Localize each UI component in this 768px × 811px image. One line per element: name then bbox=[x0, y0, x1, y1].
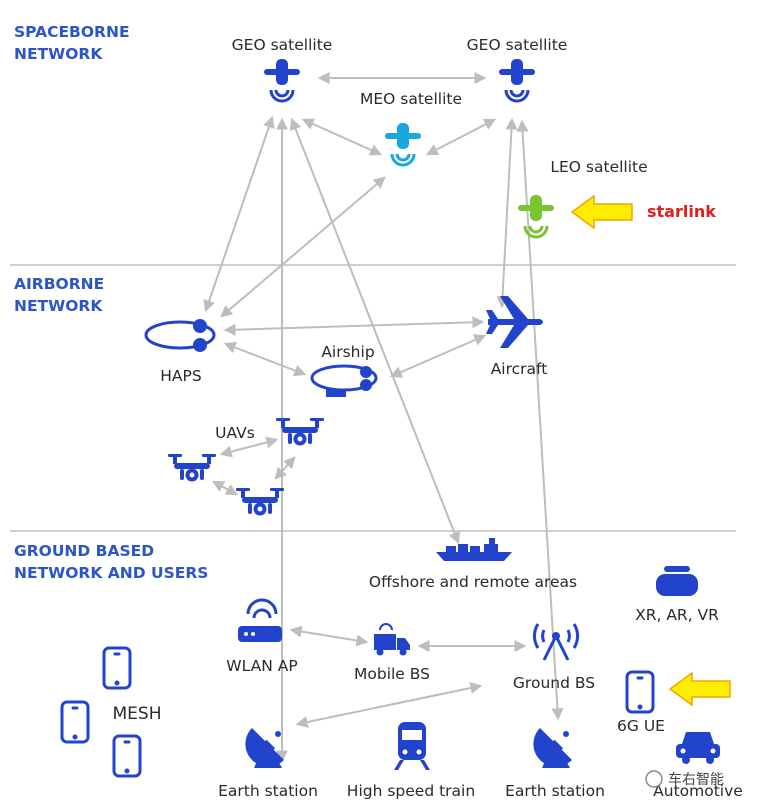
satellite-dish-icon bbox=[533, 728, 572, 768]
geo-satellite-right: GEO satellite bbox=[467, 36, 568, 103]
automotive-label: Automotive bbox=[653, 782, 743, 800]
aircraft-node: Aircraft bbox=[486, 296, 547, 378]
earth-left-label: Earth station bbox=[218, 782, 318, 800]
link-haps-airship bbox=[223, 341, 307, 377]
mobile-bs-label: Mobile BS bbox=[354, 665, 430, 683]
mesh-node: MESH bbox=[60, 646, 162, 778]
airborne-title-line2: NETWORK bbox=[14, 297, 103, 315]
link-geo-aircraft bbox=[496, 117, 518, 309]
meo-satellite: MEO satellite bbox=[360, 90, 462, 167]
router-icon bbox=[238, 598, 282, 642]
drone-icon bbox=[168, 454, 216, 482]
vr-headset-icon bbox=[656, 566, 698, 596]
ue-label: 6G UE bbox=[617, 717, 665, 735]
mobile-bs-node: Mobile BS bbox=[354, 623, 430, 683]
mesh-label: MESH bbox=[113, 704, 162, 724]
link-geo-earth-station-right bbox=[516, 119, 564, 721]
wlan-label: WLAN AP bbox=[226, 657, 297, 675]
automotive-node: Automotive bbox=[653, 732, 743, 800]
ship-icon bbox=[436, 538, 512, 561]
callout-arrow-icon bbox=[571, 195, 633, 229]
offshore-node: Offshore and remote areas bbox=[369, 538, 577, 591]
link-meo-geo bbox=[425, 118, 497, 156]
aircraft-label: Aircraft bbox=[491, 360, 548, 378]
link-geo-meo bbox=[301, 118, 383, 156]
earth-right-label: Earth station bbox=[505, 782, 605, 800]
ground-bs-node: Ground BS bbox=[513, 623, 595, 692]
geo-right-label: GEO satellite bbox=[467, 36, 568, 54]
satellite-dish-icon bbox=[245, 728, 284, 768]
link-meo-haps bbox=[220, 176, 386, 318]
link-geo-offshore bbox=[289, 117, 461, 545]
ue-node: 6G UE bbox=[617, 670, 665, 735]
ground-bs-label: Ground BS bbox=[513, 674, 595, 692]
xr-node: XR, AR, VR bbox=[635, 566, 719, 624]
leo-label: LEO satellite bbox=[550, 158, 647, 176]
antenna-icon bbox=[533, 623, 579, 661]
spaceborne-title-line1: SPACEBORNE bbox=[14, 23, 130, 41]
ue-callout bbox=[669, 672, 731, 706]
link-uav-uav-left bbox=[211, 480, 239, 496]
car-icon bbox=[676, 732, 720, 764]
earth-station-right: Earth station bbox=[505, 728, 605, 800]
link-wlan-mobile bbox=[289, 625, 369, 647]
ground-title-line1: GROUND BASED bbox=[14, 542, 154, 560]
geo-left-label: GEO satellite bbox=[232, 36, 333, 54]
train-icon bbox=[394, 722, 430, 770]
link-uav-uav-top bbox=[219, 436, 279, 458]
drone-icon bbox=[276, 418, 324, 446]
phone-icon bbox=[625, 670, 655, 714]
phone-icon bbox=[60, 700, 90, 744]
wlan-node: WLAN AP bbox=[226, 598, 298, 675]
airborne-title-line1: AIRBORNE bbox=[14, 275, 104, 293]
watermark: 车右智能 bbox=[645, 770, 724, 788]
train-label: High speed train bbox=[347, 782, 475, 800]
starlink-callout: starlink bbox=[571, 195, 716, 229]
link-airship-aircraft bbox=[389, 334, 487, 378]
meo-label: MEO satellite bbox=[360, 90, 462, 108]
aircraft-icon bbox=[486, 296, 543, 348]
wechat-icon bbox=[645, 770, 663, 788]
phone-icon bbox=[112, 734, 142, 778]
uavs-label: UAVs bbox=[215, 424, 255, 442]
starlink-label: starlink bbox=[647, 202, 716, 221]
truck-icon bbox=[374, 623, 410, 656]
geo-satellite-left: GEO satellite bbox=[232, 36, 333, 103]
airship-node: Airship bbox=[310, 343, 378, 397]
xr-label: XR, AR, VR bbox=[635, 606, 719, 624]
haps-label: HAPS bbox=[160, 367, 201, 385]
haps-icon bbox=[144, 320, 216, 350]
haps-node: HAPS bbox=[144, 319, 216, 385]
offshore-label: Offshore and remote areas bbox=[369, 573, 577, 591]
uavs-group: UAVs bbox=[168, 418, 324, 516]
leo-satellite: LEO satellite bbox=[518, 158, 648, 239]
watermark-text: 车右智能 bbox=[668, 771, 724, 788]
drone-icon bbox=[236, 488, 284, 516]
train-node: High speed train bbox=[347, 722, 475, 800]
link-uav-uav-right bbox=[274, 456, 296, 480]
phone-icon bbox=[102, 646, 132, 690]
earth-station-left: Earth station bbox=[218, 728, 318, 800]
links bbox=[203, 72, 564, 763]
link-haps-aircraft bbox=[223, 316, 485, 336]
callout-arrow-icon bbox=[669, 672, 731, 706]
link-earth-ground bbox=[295, 682, 483, 728]
ground-title-line2: NETWORK AND USERS bbox=[14, 564, 208, 582]
spaceborne-title-line2: NETWORK bbox=[14, 45, 103, 63]
airship-label: Airship bbox=[321, 343, 374, 361]
